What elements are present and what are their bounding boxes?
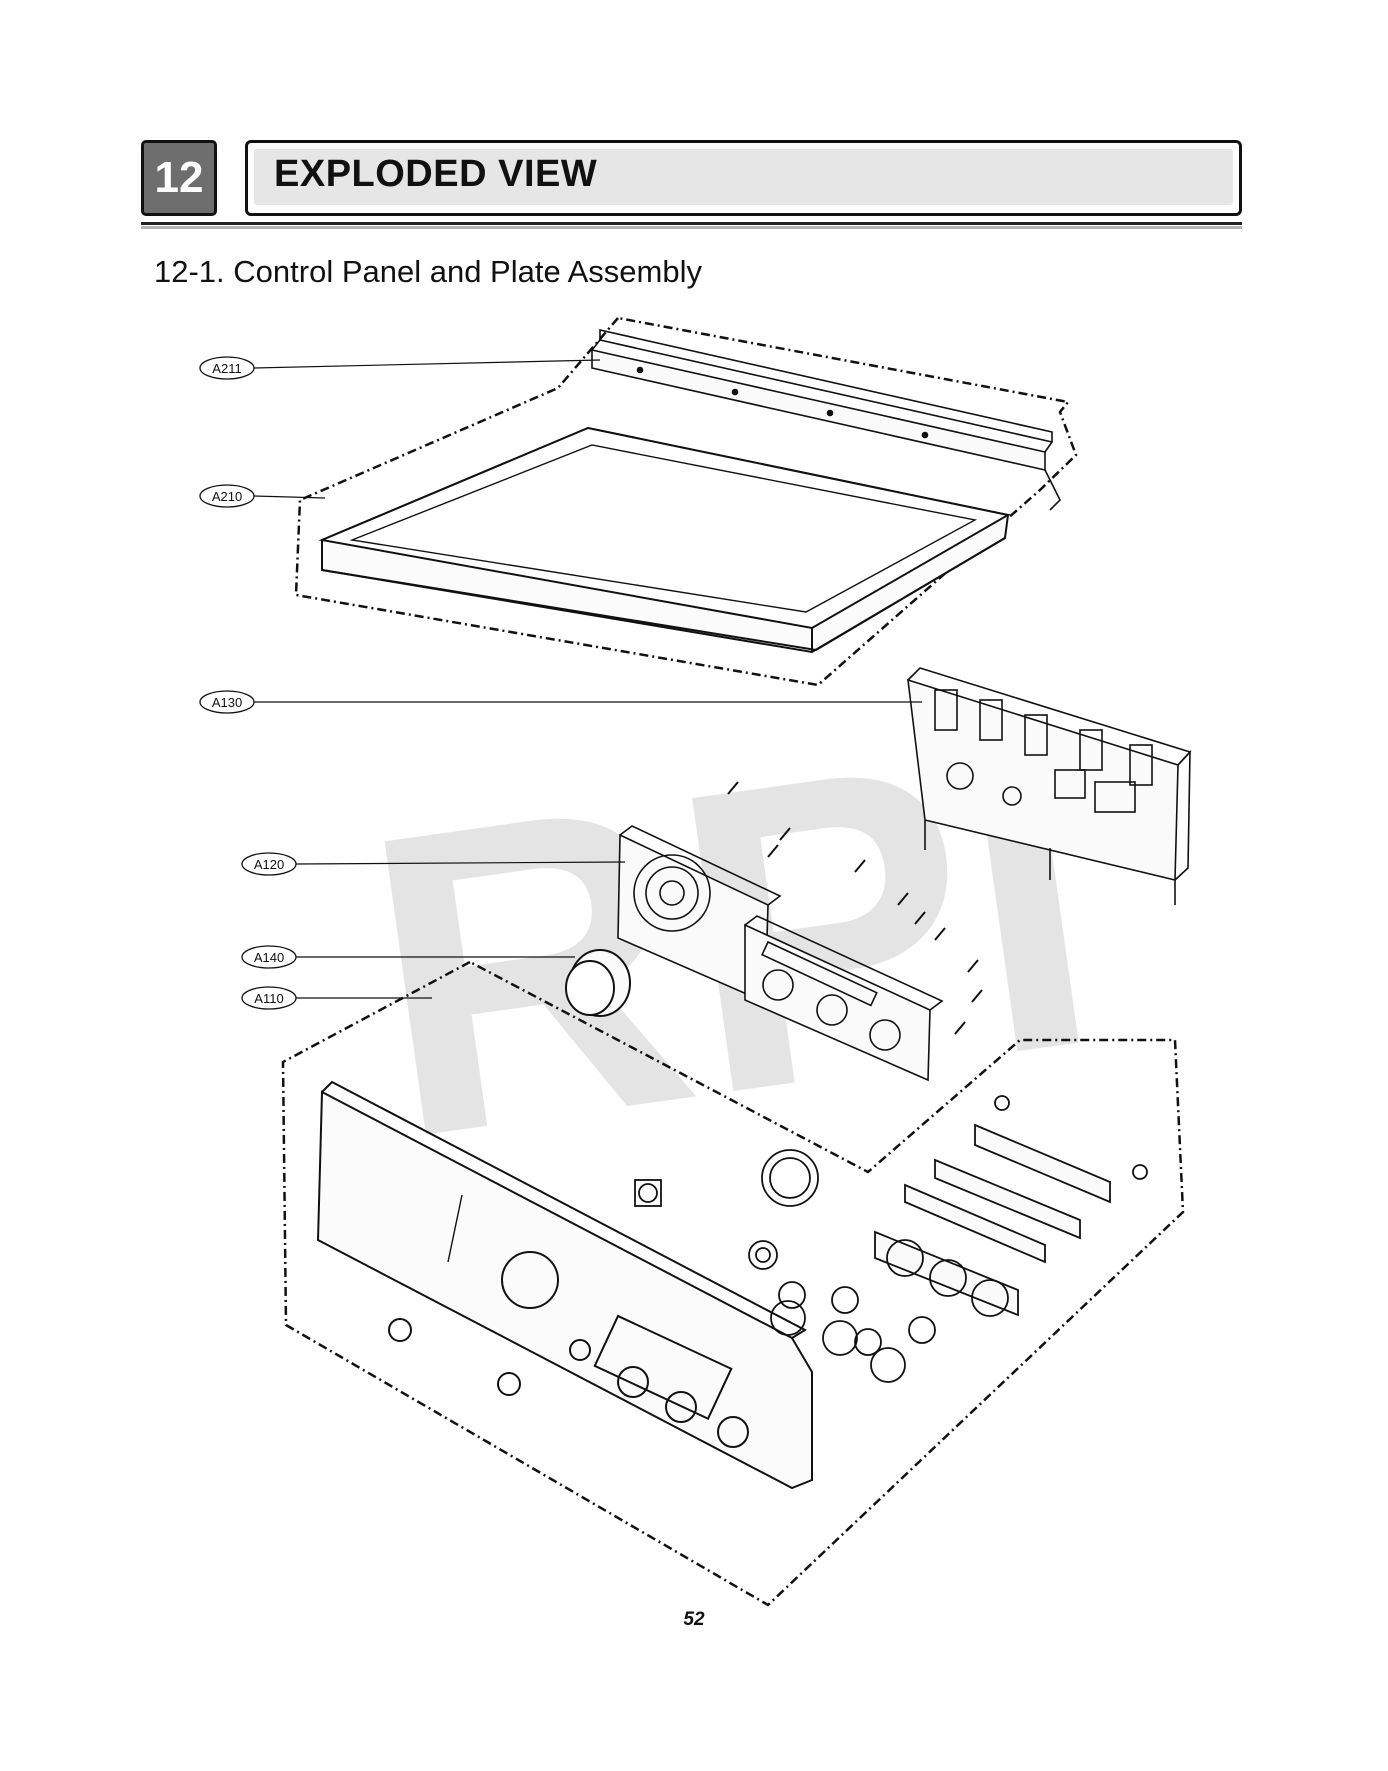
top-plate-part — [318, 426, 1011, 654]
knob-part — [565, 949, 631, 1017]
leader-lines — [253, 359, 922, 999]
top-bracket-part — [591, 328, 1061, 511]
svg-text:A140: A140 — [254, 950, 284, 965]
page-number: 52 — [683, 1609, 705, 1630]
svg-text:A130: A130 — [212, 695, 242, 710]
chapter-title-box: EXPLODED VIEW — [245, 140, 1242, 216]
small-parts — [634, 1095, 1148, 1383]
control-panel-group-boundary — [281, 960, 1185, 1607]
chapter-number-badge: 12 — [141, 140, 217, 216]
control-panel-part — [316, 1080, 813, 1490]
callout-a140: A140 — [241, 945, 297, 969]
callout-a130: A130 — [199, 690, 255, 714]
chapter-title-band — [254, 149, 1233, 205]
section-title: 12-1. Control Panel and Plate Assembly — [154, 254, 702, 289]
callout-a110: A110 — [241, 986, 297, 1010]
pcb-housing-part — [907, 667, 1192, 905]
screws — [727, 781, 983, 1035]
header-rule — [141, 222, 1242, 225]
svg-text:A210: A210 — [212, 489, 242, 504]
svg-text:A110: A110 — [254, 991, 283, 1006]
svg-text:A120: A120 — [254, 857, 284, 872]
callout-a120: A120 — [241, 852, 297, 876]
control-frame-part — [617, 825, 944, 1082]
svg-text:A211: A211 — [212, 361, 241, 376]
chapter-title: EXPLODED VIEW — [274, 153, 598, 195]
top-plate-group-boundary — [294, 316, 1078, 687]
callout-a211: A211 — [199, 356, 255, 380]
callout-a210: A210 — [199, 484, 255, 508]
header-rule-shadow — [141, 226, 1242, 229]
